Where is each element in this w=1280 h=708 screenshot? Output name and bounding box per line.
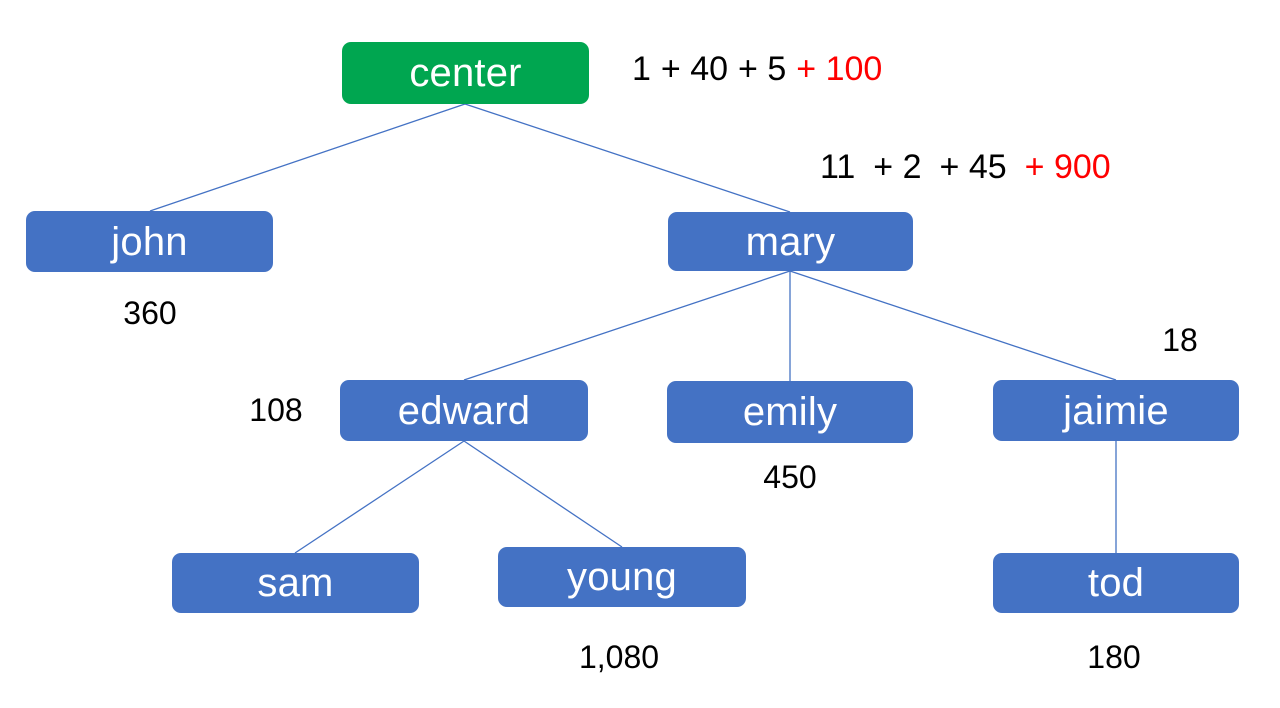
tree-node-young[interactable]: young: [498, 547, 746, 607]
emily-weight: 450: [763, 459, 817, 495]
tree-node-mary[interactable]: mary: [668, 212, 913, 271]
tod-weight: 180: [1087, 639, 1141, 675]
tree-node-center[interactable]: center: [342, 42, 589, 104]
center-sum-term-0: 1: [632, 50, 651, 88]
tree-node-sam[interactable]: sam: [172, 553, 419, 613]
tree-node-edward[interactable]: edward: [340, 380, 588, 441]
center-sum-term-3: + 100: [796, 50, 883, 88]
tree-node-emily[interactable]: emily: [667, 381, 913, 443]
center-sum-term-1: + 40: [660, 50, 729, 88]
center-sum-term-2: + 5: [738, 50, 787, 88]
jaimie-weight: 18: [1162, 322, 1198, 358]
tree-node-jaimie[interactable]: jaimie: [993, 380, 1239, 441]
mary-sum-term-3: + 900: [1024, 148, 1111, 186]
edge-center-john: [149, 103, 466, 212]
edge-mary-edward: [463, 270, 791, 381]
tree-node-tod[interactable]: tod: [993, 553, 1239, 613]
edge-edward-sam: [294, 440, 465, 554]
edge-center-mary: [464, 103, 791, 213]
mary-sum: 11 + 2 + 45 + 900: [820, 150, 1111, 184]
mary-sum-term-0: 11: [820, 148, 856, 186]
edge-edward-young: [463, 440, 623, 548]
young-weight: 1,080: [578, 639, 660, 675]
edge-mary-jaimie: [789, 270, 1117, 381]
tree-node-john[interactable]: john: [26, 211, 273, 272]
center-sum: 1+ 40+ 5+ 100: [632, 52, 882, 86]
edward-weight: 108: [249, 392, 303, 428]
john-weight: 360: [123, 295, 177, 331]
mary-sum-term-2: + 45: [939, 148, 1007, 186]
mary-sum-term-1: + 2: [873, 148, 922, 186]
